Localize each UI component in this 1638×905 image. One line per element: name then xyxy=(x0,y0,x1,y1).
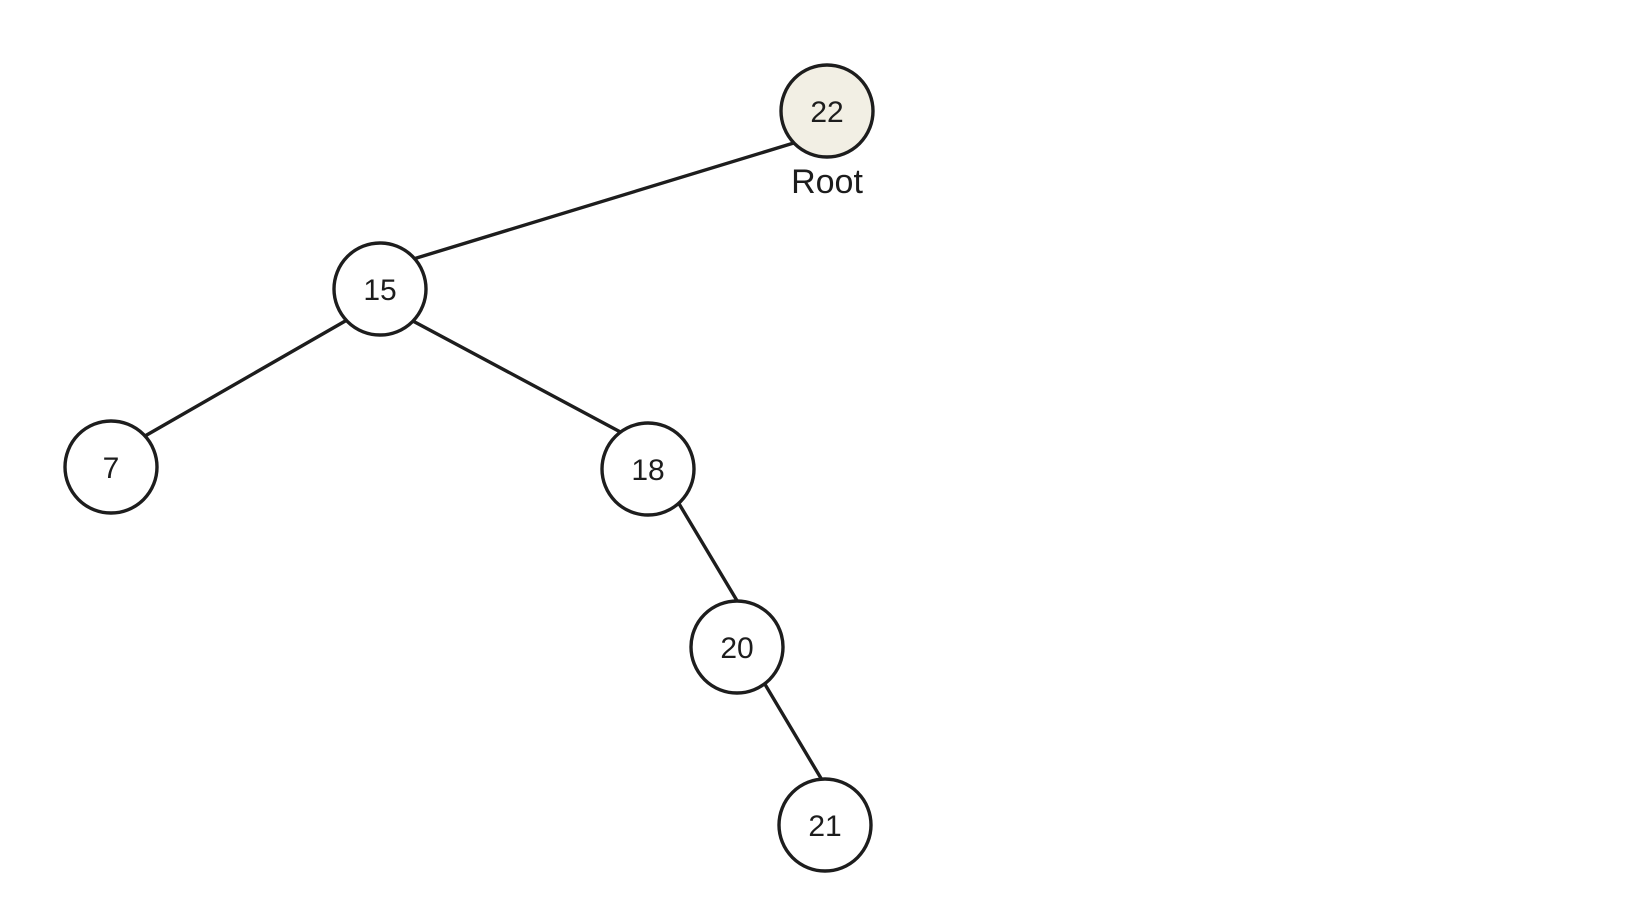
tree-edge-22-15 xyxy=(408,140,799,262)
tree-edge-18-20 xyxy=(673,495,741,606)
node-value-15: 15 xyxy=(363,274,396,307)
node-value-20: 20 xyxy=(720,632,753,665)
tree-node-20[interactable]: 20 xyxy=(689,599,785,695)
tree-node-15[interactable]: 15 xyxy=(332,241,428,337)
tree-node-21[interactable]: 21 xyxy=(777,777,873,873)
node-circle-21[interactable] xyxy=(777,777,873,873)
node-value-22: 22 xyxy=(810,96,843,129)
node-circle-7[interactable] xyxy=(63,419,159,515)
node-value-21: 21 xyxy=(808,810,841,843)
tree-edge-15-7 xyxy=(136,318,349,442)
root-label: Root xyxy=(791,163,863,201)
tree-node-22[interactable]: 22 xyxy=(779,63,875,159)
node-value-7: 7 xyxy=(103,452,120,485)
node-circle-22[interactable] xyxy=(779,63,875,159)
node-circle-18[interactable] xyxy=(600,421,696,517)
node-circle-15[interactable] xyxy=(332,241,428,337)
tree-node-7[interactable]: 7 xyxy=(63,419,159,515)
tree-edge-20-21 xyxy=(758,674,824,782)
node-value-18: 18 xyxy=(631,454,664,487)
tree-edge-15-18 xyxy=(409,318,628,437)
tree-node-18[interactable]: 18 xyxy=(600,421,696,517)
node-circle-20[interactable] xyxy=(689,599,785,695)
